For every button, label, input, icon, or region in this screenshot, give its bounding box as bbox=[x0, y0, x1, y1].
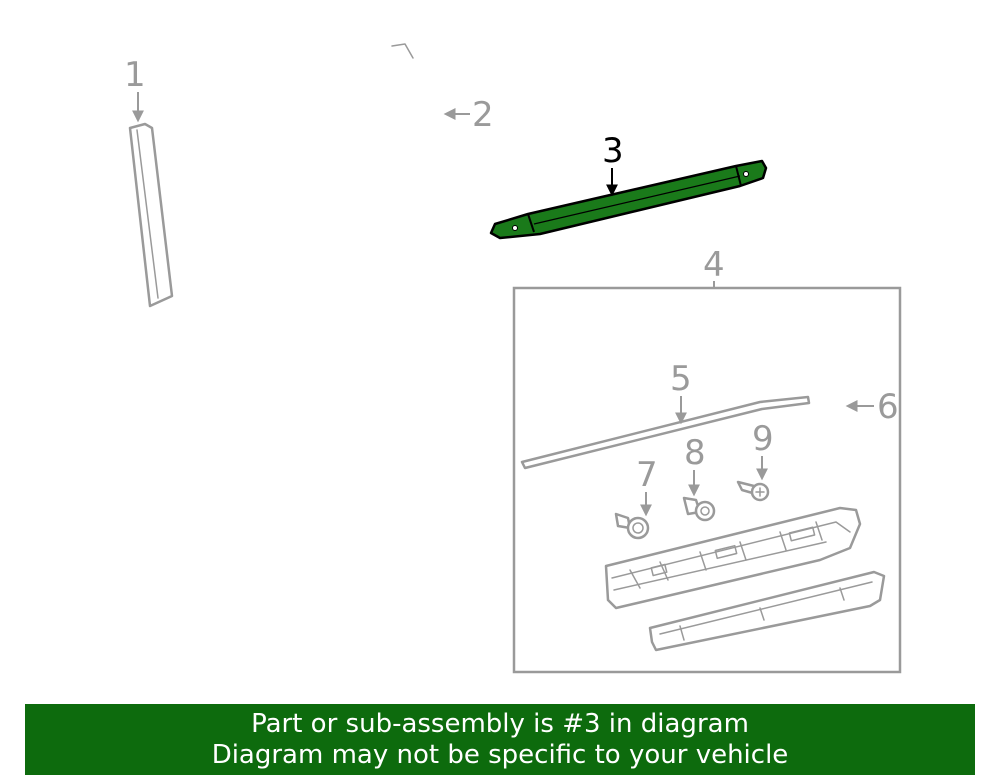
callout-2: 2 bbox=[472, 95, 494, 135]
part-2-roof-molding[interactable] bbox=[233, 43, 469, 209]
callout-5: 5 bbox=[670, 359, 692, 399]
callout-4: 4 bbox=[703, 245, 725, 285]
part-3-belt-molding[interactable] bbox=[489, 159, 768, 240]
banner-line-disclaimer: Diagram may not be specific to your vehi… bbox=[211, 739, 789, 770]
banner-line-part-info: Part or sub-assembly is #3 in diagram bbox=[251, 708, 749, 739]
callout-9: 9 bbox=[752, 419, 774, 459]
garnish-panel[interactable] bbox=[604, 506, 862, 610]
part-9-screw[interactable] bbox=[736, 480, 770, 502]
callout-1: 1 bbox=[124, 55, 146, 95]
part-5-strip[interactable] bbox=[520, 395, 811, 470]
part-1-pillar-molding[interactable] bbox=[128, 122, 174, 308]
callout-7: 7 bbox=[636, 455, 658, 495]
info-banner: Part or sub-assembly is #3 in diagram Di… bbox=[25, 704, 975, 775]
callout-8: 8 bbox=[684, 433, 706, 473]
part-7-clip[interactable] bbox=[614, 512, 650, 540]
callout-6: 6 bbox=[877, 387, 899, 427]
part-8-grommet[interactable] bbox=[682, 496, 716, 522]
kit-box-4[interactable] bbox=[512, 286, 902, 674]
part-6-end-cap[interactable] bbox=[820, 396, 843, 440]
callout-3: 3 bbox=[602, 131, 624, 171]
lower-molding[interactable] bbox=[648, 570, 886, 652]
parts-diagram: 1 2 3 4 5 6 7 bbox=[124, 43, 902, 674]
